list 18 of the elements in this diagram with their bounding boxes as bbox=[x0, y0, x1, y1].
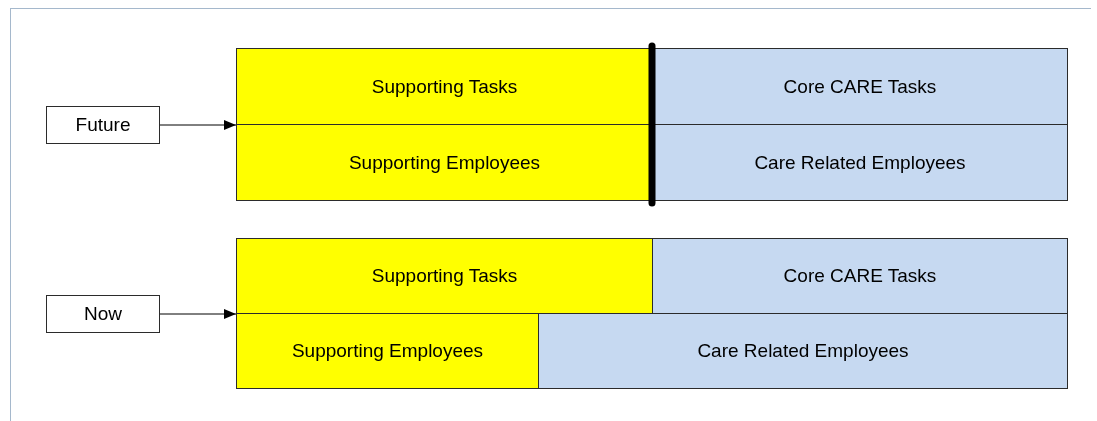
task-block bbox=[236, 238, 653, 314]
block-label: Supporting Tasks bbox=[371, 265, 518, 287]
task-block bbox=[236, 313, 539, 389]
label-box bbox=[46, 106, 160, 144]
block-label: Future bbox=[75, 114, 131, 136]
block-label: Core CARE Tasks bbox=[783, 75, 937, 98]
block-label: Now bbox=[84, 303, 122, 325]
label-box bbox=[46, 295, 160, 333]
block-label: Supporting Employees bbox=[291, 340, 484, 362]
block-label: Care Related Employees bbox=[697, 340, 909, 362]
block-label: Supporting Tasks bbox=[371, 75, 518, 98]
block-label: Core CARE Tasks bbox=[783, 265, 937, 287]
care-block bbox=[538, 313, 1068, 389]
block-label: Care Related Employees bbox=[754, 151, 966, 174]
care-block bbox=[652, 238, 1068, 314]
arrow bbox=[159, 309, 237, 319]
block-label: Supporting Employees bbox=[348, 151, 541, 174]
arrow bbox=[159, 120, 237, 130]
